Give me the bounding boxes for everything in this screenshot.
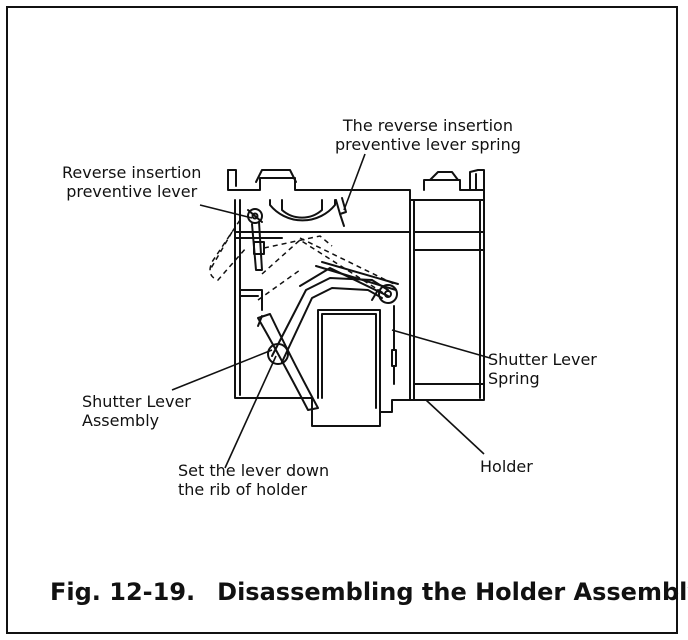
leader-shutter-assembly <box>171 349 273 391</box>
figure-number: Fig. 12-19. <box>50 578 196 606</box>
figure-caption: Fig. 12-19. Disassembling the Holder Asse… <box>50 578 688 606</box>
figure-title: Disassembling the Holder Assembly <box>217 578 688 606</box>
holder-top-flange-left <box>227 169 396 191</box>
label-holder: Holder <box>480 457 533 476</box>
label-shutter-lever-spring: Shutter Lever Spring <box>488 350 597 388</box>
leader-instruction <box>224 355 277 469</box>
holder-rib <box>317 309 381 413</box>
figure-frame <box>6 6 678 634</box>
holder-top-flange-right <box>394 189 485 201</box>
label-reverse-insertion-lever: Reverse insertion preventive lever <box>62 163 202 201</box>
leader-holder <box>425 399 485 455</box>
label-reverse-insertion-spring: The reverse insertion preventive lever s… <box>335 116 521 154</box>
label-shutter-lever-assembly: Shutter Lever Assembly <box>82 392 191 430</box>
leader-reverse-lever <box>199 204 253 219</box>
label-set-lever-instruction: Set the lever down the rib of holder <box>178 461 330 499</box>
leader-shutter-spring <box>391 329 491 359</box>
shutter-pivot <box>267 343 289 365</box>
holder-body <box>234 189 485 427</box>
shutter-lever-arm <box>271 277 389 357</box>
leader-reverse-spring <box>343 153 366 211</box>
shutter-plate <box>257 313 319 411</box>
